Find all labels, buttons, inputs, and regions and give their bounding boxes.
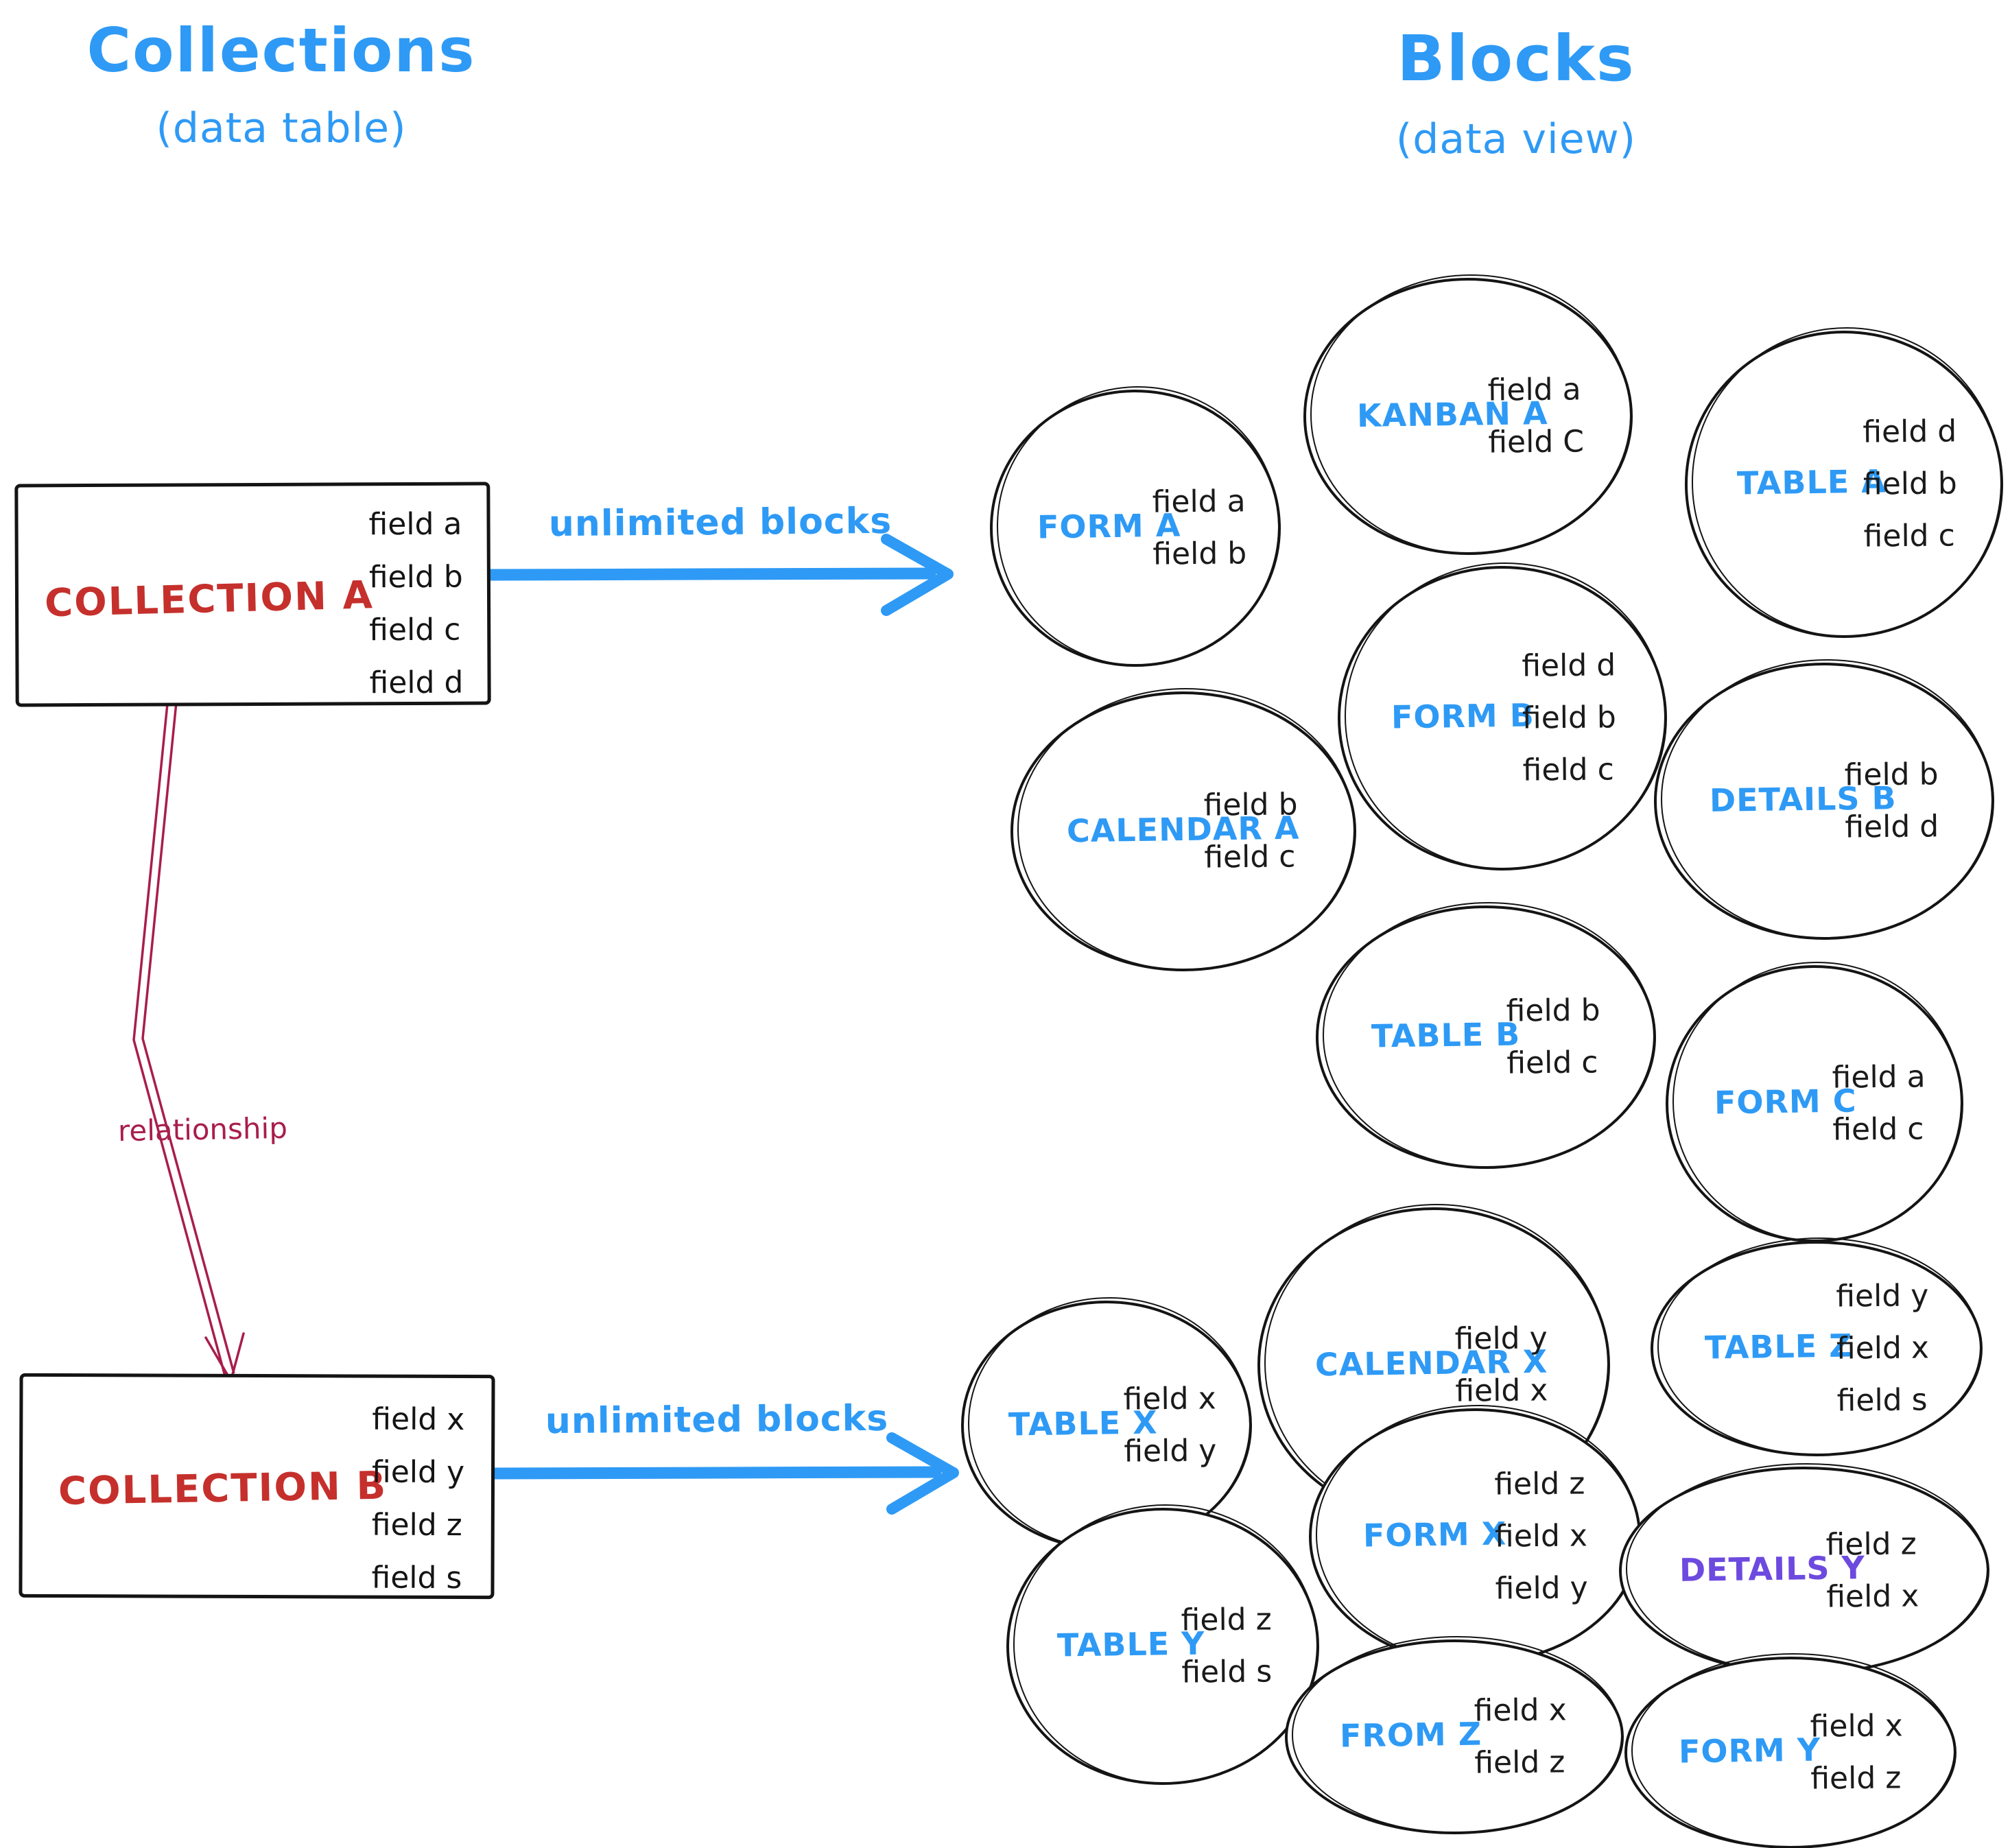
block-field: field b	[1203, 787, 1298, 823]
collection-field: field d	[369, 665, 464, 701]
collection-b-name: COLLECTION B	[58, 1463, 388, 1515]
block-field: field z	[1181, 1602, 1272, 1638]
block-field: field a	[1832, 1059, 1926, 1095]
collection-field: field z	[371, 1507, 462, 1543]
unlimited-blocks-arrow-bottom	[485, 1432, 959, 1515]
block-field: field C	[1488, 424, 1585, 460]
block-field: field d	[1522, 648, 1616, 684]
block-field: field x	[1455, 1373, 1548, 1409]
block-field: field y	[1124, 1433, 1217, 1469]
block-field: field b	[1522, 700, 1617, 736]
block-ellipse-sketch	[1631, 1653, 1955, 1848]
block-field: field x	[1810, 1708, 1903, 1744]
block-field: field c	[1832, 1111, 1924, 1148]
collection-a-name: COLLECTION A	[44, 573, 375, 626]
block-ellipse-sketch	[1310, 274, 1631, 554]
block-label: FROM Z	[1339, 1715, 1482, 1755]
block-field: field y	[1454, 1320, 1548, 1357]
block-field: field z	[1494, 1466, 1585, 1502]
block-fields: field a field c	[1832, 1051, 1926, 1156]
collection-a-fields: field a field b field c field d	[368, 498, 463, 710]
block-label: TABLE B	[1371, 1015, 1521, 1055]
block-field: field b	[1506, 993, 1600, 1029]
collection-field: field a	[368, 506, 462, 543]
block-ellipse-sketch	[1692, 327, 2002, 637]
block-field: field d	[1845, 809, 1939, 845]
block-fields: field x field z	[1474, 1684, 1567, 1789]
block-fields: field b field c	[1506, 984, 1600, 1089]
block-field: field b	[1863, 466, 1958, 502]
blocks-title: Blocks	[1397, 22, 1635, 95]
block-field: field b	[1152, 536, 1247, 572]
unlimited-blocks-label-bottom: unlimited blocks	[545, 1397, 889, 1443]
block-field: field c	[1522, 752, 1615, 788]
collection-a-box: COLLECTION A field a field b field c fie…	[14, 482, 491, 710]
block-ellipse-sketch	[1292, 1636, 1622, 1834]
block-ellipse-sketch	[1345, 562, 1666, 870]
block-ellipse-sketch	[1657, 1237, 1981, 1456]
collections-title: Collections	[86, 15, 476, 86]
block-field: field z	[1810, 1760, 1902, 1797]
block-field: field a	[1152, 484, 1246, 520]
block-fields: field d field b field c	[1863, 405, 1958, 562]
collection-field: field x	[372, 1401, 465, 1438]
block-field: field x	[1836, 1330, 1930, 1366]
collection-field: field y	[371, 1454, 465, 1491]
block-fields: field x field y	[1123, 1373, 1216, 1478]
unlimited-blocks-arrow-top	[484, 534, 954, 616]
block-field: field c	[1204, 839, 1296, 875]
block-ellipse-sketch	[1323, 902, 1655, 1168]
unlimited-blocks-label-top: unlimited blocks	[548, 500, 892, 545]
block-fields: field b field d	[1844, 748, 1939, 853]
block-field: field s	[1836, 1382, 1928, 1419]
collections-subtitle: (data table)	[156, 104, 407, 152]
block-label: FORM Y	[1678, 1731, 1821, 1770]
block-fields: field b field c	[1203, 779, 1298, 884]
block-field: field a	[1487, 372, 1581, 408]
blocks-subtitle: (data view)	[1395, 115, 1637, 163]
collection-field: field c	[369, 612, 461, 648]
collection-field: field s	[371, 1560, 462, 1596]
block-label: TABLE Z	[1704, 1327, 1853, 1366]
block-ellipse-sketch	[1013, 1504, 1318, 1784]
block-ellipse-sketch	[1672, 962, 1962, 1242]
block-ellipse-sketch	[1661, 659, 1993, 939]
block-fields: field a field C	[1487, 364, 1584, 469]
collection-b-fields: field x field y field z field s	[371, 1393, 464, 1604]
block-label: FORM X	[1362, 1515, 1507, 1554]
relationship-label: relationship	[117, 1111, 288, 1148]
block-field: field s	[1181, 1654, 1273, 1690]
block-field: field d	[1863, 414, 1957, 450]
block-field: field x	[1123, 1381, 1216, 1417]
block-field: field x	[1826, 1578, 1919, 1615]
block-fields: field y field x	[1454, 1312, 1548, 1417]
block-label: FORM B	[1391, 696, 1535, 736]
block-field: field y	[1836, 1278, 1929, 1314]
relationship-arrow	[132, 661, 245, 1381]
block-fields: field z field s	[1181, 1594, 1272, 1698]
block-fields: field d field b field c	[1522, 639, 1617, 796]
block-fields: field a field b	[1152, 475, 1246, 580]
block-ellipse-sketch	[1017, 688, 1355, 971]
block-field: field b	[1844, 757, 1939, 793]
block-fields: field z field x	[1825, 1518, 1919, 1623]
block-fields: field z field x field y	[1494, 1458, 1588, 1615]
block-field: field x	[1474, 1692, 1567, 1729]
collection-b-box: COLLECTION B field x field y field z fie…	[19, 1373, 495, 1600]
block-field: field c	[1506, 1045, 1598, 1081]
block-field: field x	[1494, 1518, 1588, 1554]
block-ellipse-sketch	[997, 386, 1279, 666]
block-fields: field x field z	[1810, 1700, 1903, 1805]
block-field: field c	[1863, 518, 1956, 554]
collection-field: field b	[368, 559, 463, 595]
block-field: field z	[1825, 1526, 1917, 1563]
block-fields: field y field x field s	[1836, 1270, 1930, 1427]
block-field: field y	[1495, 1570, 1588, 1607]
block-field: field z	[1474, 1744, 1565, 1781]
